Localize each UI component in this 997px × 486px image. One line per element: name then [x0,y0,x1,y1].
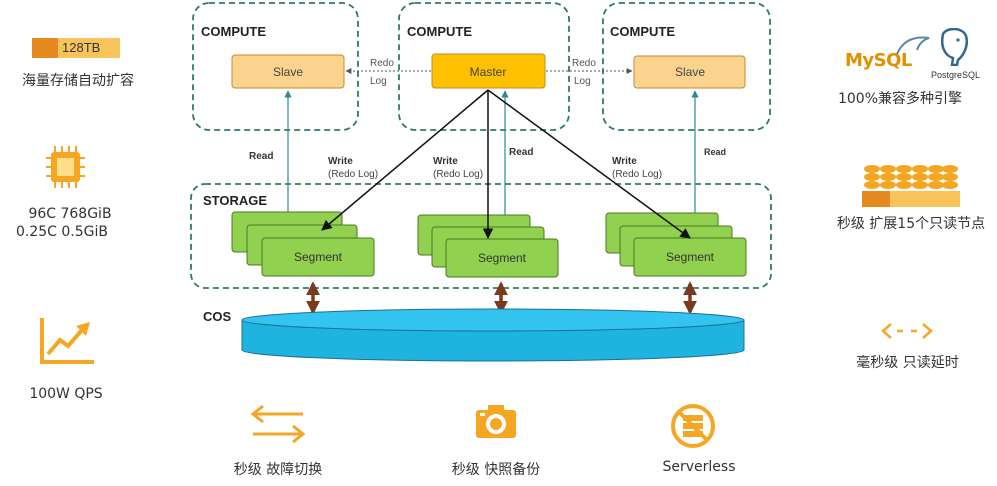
postgresql-elephant-icon [941,28,968,66]
mysql-dolphin-icon [896,36,930,55]
serverless-icon [671,404,715,448]
read-label-center: Read [509,147,533,158]
bottom-feature-serverless: Serverless [635,400,775,480]
redo-log-right-line2: Log [574,76,591,87]
storage-frame [190,183,772,289]
growth-chart-icon [40,318,94,364]
slave-node-right [633,55,746,89]
segment-stack-center [417,214,559,278]
master-label: Master [470,65,507,79]
latency-arrows-icon [881,323,933,339]
compute-max-spec: 96C 768GiB [28,206,112,222]
cos-title: COS [203,309,232,324]
serverless-label: Serverless [662,459,736,475]
write-sub-right: (Redo Log) [612,169,662,180]
bottom-feature-snapshot: 秒级 快照备份 [430,400,570,480]
camera-icon [476,405,516,438]
compute-frame-left [192,2,359,131]
write-sub-left: (Redo Log) [328,169,378,180]
qps-label: 100W QPS [29,386,103,402]
database-engines-icon: MySQL PostgreSQL [843,26,983,84]
slave-label-left: Slave [273,65,303,79]
segment-label-right: Segment [666,250,715,264]
redo-log-left-line1: Redo [370,58,394,69]
segment-stack-left [231,211,375,277]
write-label-center: Write [433,156,458,167]
write-label-right: Write [612,156,637,167]
failover-label: 秒级 故障切换 [233,462,323,478]
slave-label-right: Slave [675,65,705,79]
compute-title-left: COMPUTE [201,24,266,39]
write-sub-center: (Redo Log) [433,169,483,180]
storage-capacity-text: 128TB [62,40,101,55]
compute-title-center: COMPUTE [407,24,472,39]
write-arrow-right [487,89,691,239]
readonly-scale-label: 秒级 扩展15个只读节点 [836,216,986,232]
cpu-chip-icon [46,146,85,188]
left-feature-storage: 128TB 海量存储自动扩容 [0,30,134,100]
redo-log-left-line2: Log [370,76,387,87]
cos-storage-cylinder [241,308,745,362]
left-feature-qps: 100W QPS [0,312,150,412]
slave-node-left [231,54,345,89]
compute-min-spec: 0.25C 0.5GiB [15,224,108,240]
mysql-logo-text: MySQL [845,50,912,71]
snapshot-label: 秒级 快照备份 [451,462,541,478]
right-feature-engines: MySQL PostgreSQL 100%兼容多种引擎 [835,26,995,107]
compute-frame-center [398,2,570,131]
switch-arrows-icon [250,404,306,444]
engines-label: 100%兼容多种引擎 [837,91,963,107]
left-feature-compute-spec: 96C 768GiB 0.25C 0.5GiB [0,140,150,250]
segment-label-left: Segment [294,250,343,264]
postgresql-logo-text: PostgreSQL [931,70,981,80]
read-label-right: Read [704,147,726,157]
right-feature-readonly-scale: 秒级 扩展15个只读节点 [830,155,995,235]
right-feature-latency: 毫秒级 只读延时 [835,318,995,378]
latency-label: 毫秒级 只读延时 [856,355,959,371]
write-label-left: Write [328,156,353,167]
redo-log-right-line1: Redo [572,58,596,69]
master-node [431,53,546,89]
segment-label-center: Segment [478,251,527,265]
read-label-left: Read [249,151,273,162]
storage-label: 海量存储自动扩容 [22,73,134,89]
segment-stack-right [605,212,747,277]
coin-stack-icon [862,165,960,207]
bottom-feature-failover: 秒级 故障切换 [215,400,355,480]
compute-title-right: COMPUTE [610,24,675,39]
storage-bar-icon: 128TB [32,38,120,58]
storage-title: STORAGE [203,193,267,208]
write-arrow-left [321,89,489,231]
